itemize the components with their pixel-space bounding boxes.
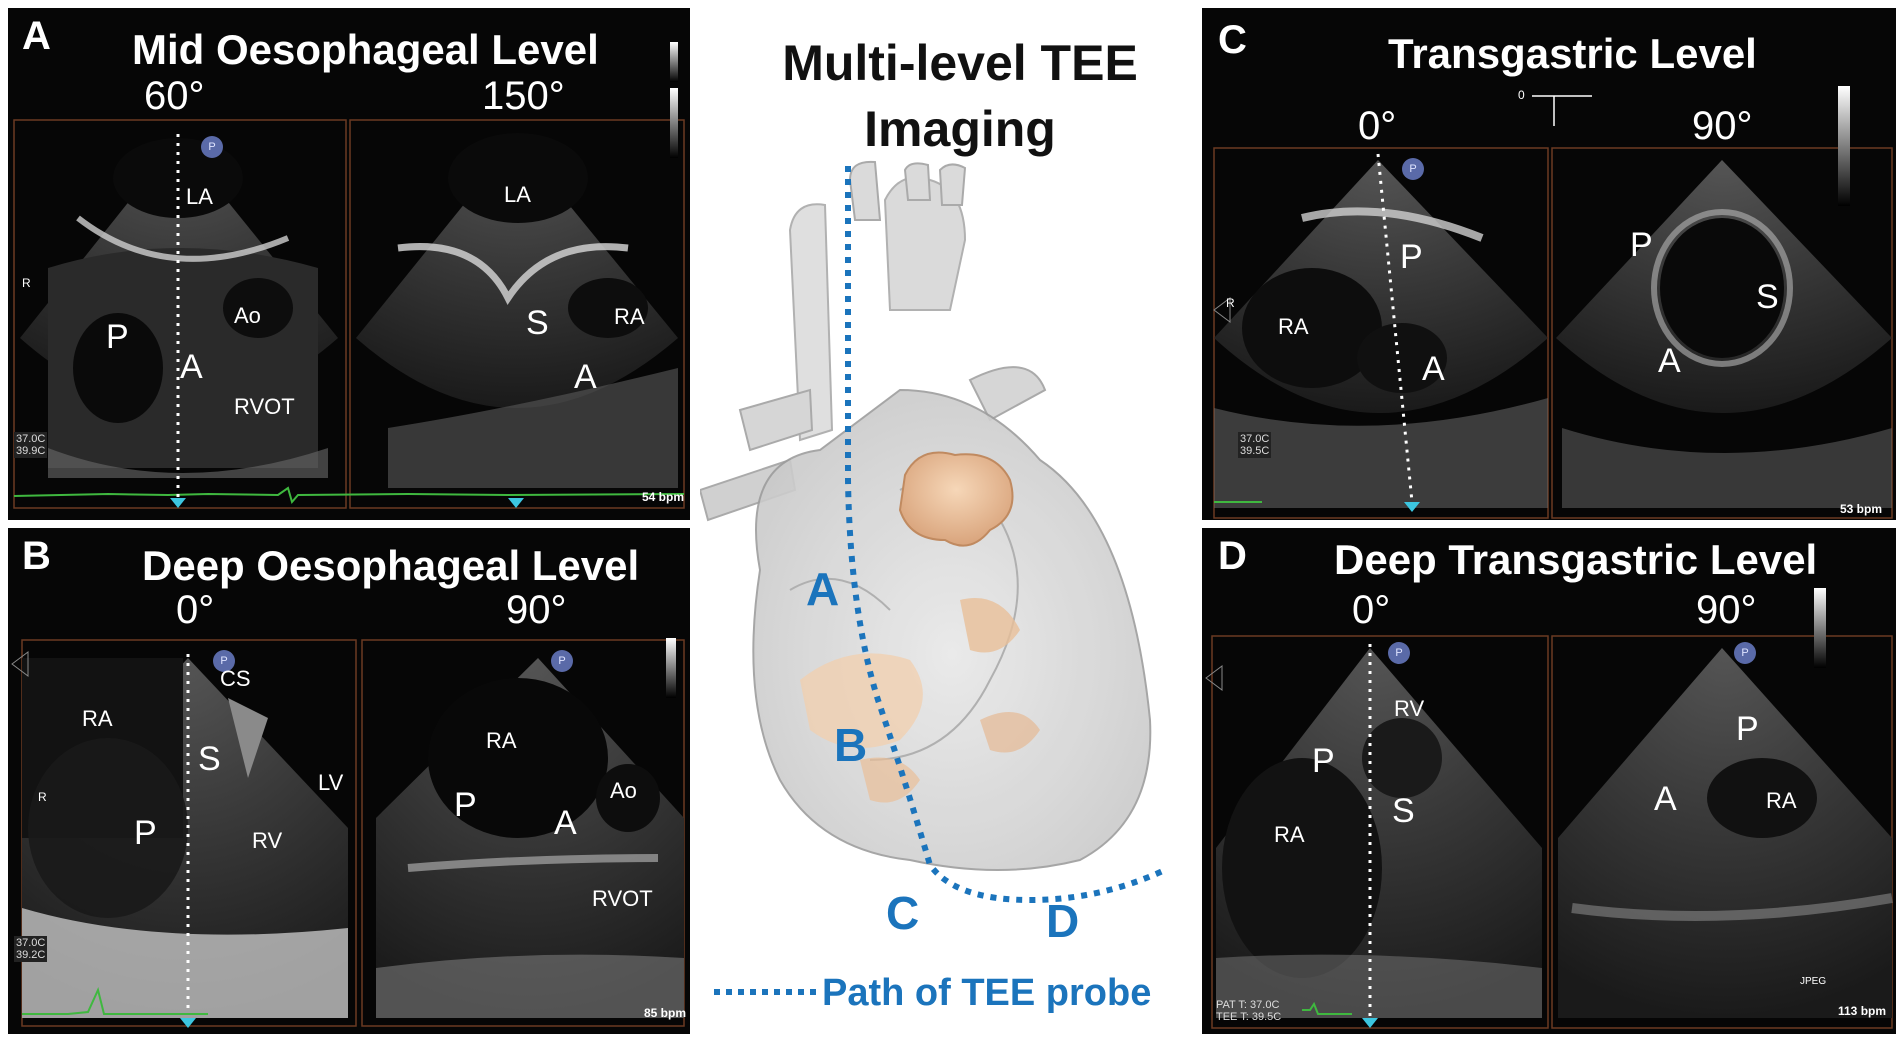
label-ao-right: Ao (610, 778, 637, 803)
path-label-a: A (806, 563, 840, 615)
orientation-0: 0 (1518, 88, 1525, 102)
panel-title: Transgastric Level (1388, 30, 1757, 77)
panel-d-ultrasound (1205, 588, 1893, 1029)
label-la-right: LA (504, 182, 531, 207)
temp-1: 37.0C (1240, 433, 1270, 445)
legend-dotted-line (714, 989, 816, 995)
label-s: S (198, 740, 221, 778)
temp-1: 37.0C (16, 433, 46, 445)
panel-title: Mid Oesophageal Level (132, 26, 599, 73)
label-s-right: S (1756, 278, 1779, 316)
label-a-right: A (574, 358, 597, 396)
label-lv: LV (318, 770, 344, 795)
probe-marker-icon: P (1388, 642, 1410, 664)
angle-right: 90° (506, 588, 567, 632)
probe-marker-icon-right: P (551, 650, 573, 672)
legend-label: Path of TEE probe (822, 972, 1152, 1014)
angle-right: 90° (1696, 588, 1757, 632)
probe-marker-icon: P (213, 650, 235, 672)
jpeg-label: JPEG (1800, 976, 1827, 987)
label-p: P (1400, 238, 1423, 276)
panel-c-ultrasound (1213, 86, 1893, 519)
heart-rate: 85 bpm (644, 1006, 687, 1020)
label-rvot-right: RVOT (592, 886, 653, 911)
temperature-readout: 37.0C 39.9C (14, 432, 48, 458)
center-title: Multi-level TEE Imaging (700, 30, 1220, 162)
label-p-right: P (454, 786, 477, 824)
path-label-b: B (834, 719, 868, 771)
path-label-c: C (886, 887, 920, 939)
angle-left: 0° (176, 588, 215, 632)
panel-letter: C (1218, 18, 1247, 62)
label-s: S (526, 304, 549, 342)
label-ra: RA (1274, 822, 1305, 847)
label-p: P (1312, 742, 1335, 780)
angle-left: 0° (1358, 104, 1397, 148)
heart-rate: 54 bpm (642, 490, 685, 504)
temperature-readout: 37.0C 39.5C (1238, 432, 1272, 458)
heart-rate: 53 bpm (1840, 502, 1883, 516)
orientation-r: R (38, 790, 47, 804)
label-p-right: P (1630, 226, 1653, 264)
label-a-right: A (1658, 342, 1681, 380)
temp-1: 37.0C (16, 937, 46, 949)
probe-marker-icon-right: P (1734, 642, 1756, 664)
temperature-readout: 37.0C 39.2C (14, 936, 48, 962)
panel-letter: A (22, 14, 51, 58)
label-ra-right: RA (486, 728, 517, 753)
orientation-r: R (22, 276, 31, 290)
label-p: P (106, 318, 129, 356)
label-cs: CS (220, 666, 251, 691)
temp-2: TEE T: 39.5C (1216, 1011, 1282, 1023)
label-la: LA (186, 184, 213, 209)
label-ra-right: RA (1766, 788, 1797, 813)
label-a-right: A (1654, 780, 1677, 818)
temp-2: 39.9C (16, 445, 46, 457)
angle-left: 0° (1352, 588, 1391, 632)
center-title-line1: Multi-level TEE (782, 35, 1138, 91)
temperature-readout: PAT T: 37.0C TEE T: 39.5C (1214, 998, 1283, 1024)
label-rvot: RVOT (234, 394, 295, 419)
panel-title: Deep Oesophageal Level (142, 542, 640, 589)
label-s: S (1392, 792, 1415, 830)
panel-a: A Mid Oesophageal Level 60° 150° P LA P … (8, 8, 690, 520)
label-a-right: A (554, 804, 577, 842)
panel-title: Deep Transgastric Level (1334, 536, 1818, 583)
label-ra: RA (82, 706, 113, 731)
label-ra: RA (1278, 314, 1309, 339)
heart-rate: 113 bpm (1838, 1004, 1887, 1018)
angle-right: 150° (482, 74, 565, 118)
label-rv: RV (1394, 696, 1425, 721)
temp-1: PAT T: 37.0C (1216, 999, 1280, 1011)
temp-2: 39.5C (1240, 445, 1270, 457)
probe-marker-icon: P (1402, 158, 1424, 180)
label-ra-right: RA (614, 304, 645, 329)
label-ao: Ao (234, 303, 261, 328)
angle-right: 90° (1692, 104, 1753, 148)
label-p-right: P (1736, 710, 1759, 748)
angle-left: 60° (144, 74, 205, 118)
label-a: A (180, 348, 203, 386)
temp-2: 39.2C (16, 949, 46, 961)
panel-b: B Deep Oesophageal Level 0° 90° P P CS R… (8, 528, 690, 1034)
panel-a-ultrasound (13, 42, 685, 509)
label-rv: RV (252, 828, 283, 853)
panel-letter: D (1218, 534, 1247, 578)
panel-d: D Deep Transgastric Level 0° 90° P P RV … (1202, 528, 1896, 1034)
label-a: A (1422, 350, 1445, 388)
panel-b-ultrasound (11, 638, 685, 1028)
panel-letter: B (22, 534, 51, 578)
center-title-line2: Imaging (864, 101, 1056, 157)
orientation-r: R (1226, 296, 1235, 310)
panel-c: C Transgastric Level 0 0° 90° P P RA A R… (1202, 8, 1896, 520)
path-label-d: D (1046, 895, 1080, 947)
heart-diagram (700, 160, 1167, 904)
label-p: P (134, 814, 157, 852)
probe-marker-icon: P (201, 136, 223, 158)
